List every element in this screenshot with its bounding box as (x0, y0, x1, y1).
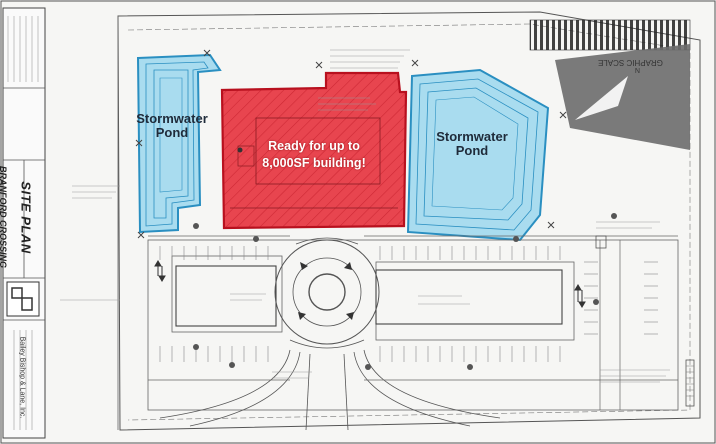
svg-text:N: N (635, 66, 640, 73)
retail-building-outline-2 (175, 265, 277, 327)
north-arrow-block (555, 44, 690, 150)
building-site-label: Ready for up to 8,000SF building! (244, 138, 384, 172)
parking-lot (147, 239, 679, 411)
firm-logo (6, 281, 40, 317)
parking-stalls (159, 246, 658, 362)
firm-name: Bailey Bishop & Lane, Inc. (18, 336, 26, 419)
drawing-notes (60, 49, 670, 383)
site-markers (193, 213, 617, 370)
project-name: BRANFORD CROSSING (0, 165, 8, 268)
graphic-scale-label: GRAPHIC SCALE (598, 58, 663, 67)
x-markers (135, 49, 567, 239)
building-site-line-2: 8,000SF building! (262, 155, 366, 170)
firm-details-lines (13, 330, 33, 430)
curb-lines (148, 235, 678, 410)
building-pad (220, 71, 408, 230)
stormwater-pond-right (406, 68, 550, 242)
stormwater-pond-left (136, 53, 222, 234)
revision-lines (7, 16, 39, 82)
property-boundary (117, 11, 701, 431)
graphic-scale: N (529, 19, 691, 150)
pond-left-label: Stormwater Pond (136, 111, 208, 141)
entrance-drive (159, 349, 501, 431)
building-site-line-1: Ready for up to (268, 139, 360, 153)
sheet-title: SITE PLAN (18, 181, 34, 254)
north-arrow-icon (575, 76, 628, 120)
pond-right-label: Stormwater Pond (436, 129, 508, 159)
traffic-arrows (154, 260, 586, 308)
roundabout (274, 237, 380, 349)
retail-building-outline (375, 269, 563, 325)
